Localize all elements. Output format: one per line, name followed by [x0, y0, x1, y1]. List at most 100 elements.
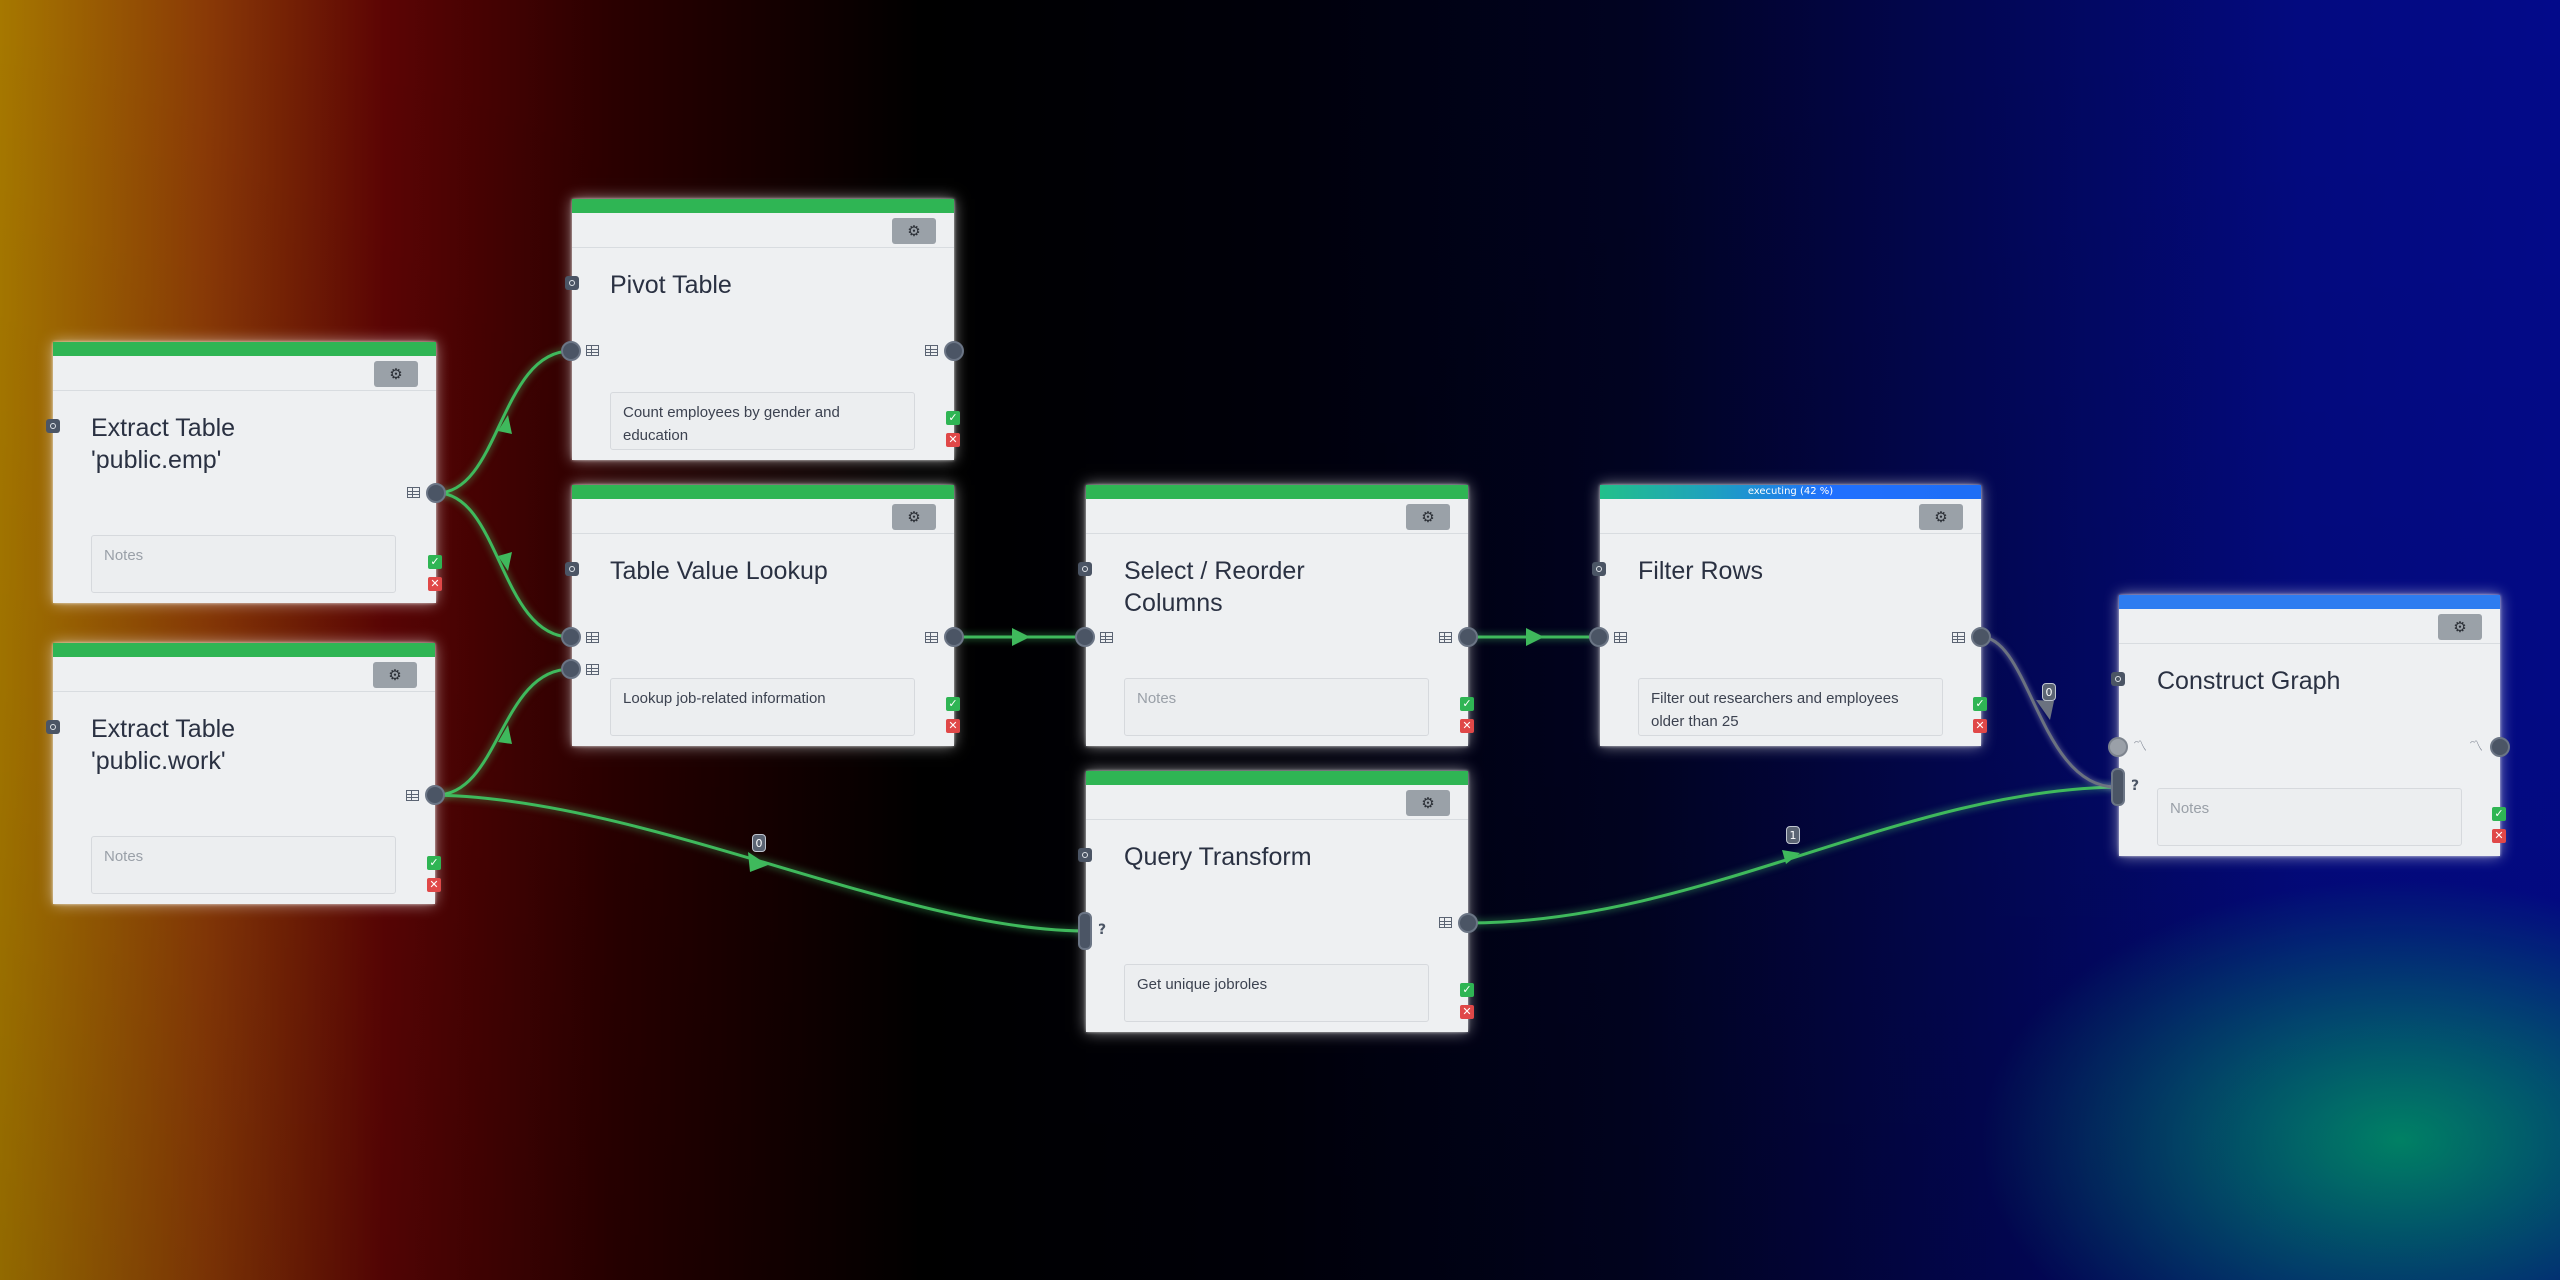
input-port[interactable]	[1075, 627, 1095, 647]
table-output-icon	[1952, 632, 1965, 643]
edge-badge-work-query: 0	[752, 834, 766, 852]
node-toolbar: ⚙	[572, 213, 954, 248]
dynamic-input-icon: ?	[2131, 778, 2140, 794]
edge-arrow	[498, 725, 512, 744]
node-title: Query Transform	[1124, 843, 1312, 871]
graph-input-icon: 〽	[2133, 739, 2147, 755]
table-input-icon	[1100, 632, 1113, 643]
gear-icon[interactable]: ⚙	[2438, 614, 2482, 640]
control-port[interactable]	[2111, 672, 2125, 686]
table-input-icon	[1614, 632, 1627, 643]
input-port[interactable]	[561, 627, 581, 647]
graph-output-icon: 〽	[2469, 739, 2483, 755]
node-select-reorder-columns[interactable]: ⚙ Select / Reorder Columns Notes ✓ ✕	[1086, 485, 1474, 746]
node-extract-work[interactable]: ⚙ Extract Table 'public.work' Notes ✓ ✕	[53, 643, 441, 904]
success-icon: ✓	[2492, 807, 2506, 821]
output-port[interactable]	[425, 785, 445, 805]
gear-icon[interactable]: ⚙	[1406, 504, 1450, 530]
node-title: Construct Graph	[2157, 667, 2341, 695]
node-toolbar: ⚙	[53, 657, 435, 692]
status-bar	[1086, 771, 1468, 785]
dynamic-input-icon: ?	[1098, 922, 1107, 938]
input-port[interactable]	[561, 341, 581, 361]
control-port[interactable]	[46, 419, 60, 433]
notes-field[interactable]: Count employees by gender and education	[610, 392, 915, 450]
notes-field[interactable]: Notes	[1124, 678, 1429, 736]
dynamic-input-port[interactable]	[2111, 768, 2125, 806]
edge-arrow	[1526, 628, 1544, 646]
notes-field[interactable]: Get unique jobroles	[1124, 964, 1429, 1022]
graph-input-port[interactable]	[2108, 737, 2128, 757]
edge-arrow	[1012, 628, 1030, 646]
control-port[interactable]	[1078, 562, 1092, 576]
node-query-transform[interactable]: ⚙ Query Transform Get unique jobroles ✓ …	[1086, 771, 1474, 1032]
edge-filter-graph[interactable]	[1980, 635, 2119, 789]
output-port[interactable]	[1458, 627, 1478, 647]
output-port[interactable]	[944, 341, 964, 361]
success-icon: ✓	[1973, 697, 1987, 711]
node-filter-rows[interactable]: executing (42 %) ⚙ Filter Rows Filter ou…	[1600, 485, 1987, 746]
table-input-icon	[586, 345, 599, 356]
control-port[interactable]	[1592, 562, 1606, 576]
success-icon: ✓	[1460, 983, 1474, 997]
control-port[interactable]	[46, 720, 60, 734]
input-port[interactable]	[1589, 627, 1609, 647]
node-extract-emp[interactable]: ⚙ Extract Table 'public.emp' Notes ✓ ✕	[53, 342, 442, 603]
success-icon: ✓	[427, 856, 441, 870]
control-port[interactable]	[1078, 848, 1092, 862]
success-icon: ✓	[428, 555, 442, 569]
error-icon: ✕	[2492, 829, 2506, 843]
output-port[interactable]	[1458, 913, 1478, 933]
notes-field[interactable]: Lookup job-related information	[610, 678, 915, 736]
edge-work-query[interactable]	[435, 793, 1085, 933]
gear-icon[interactable]: ⚙	[892, 218, 936, 244]
node-table-value-lookup[interactable]: ⚙ Table Value Lookup Lookup job-related …	[572, 485, 960, 746]
node-title: Select / Reorder Columns	[1124, 557, 1305, 617]
status-bar	[1086, 485, 1468, 499]
edge-work-lookup[interactable]	[435, 667, 572, 797]
edge-emp-lookup[interactable]	[436, 491, 572, 639]
node-pivot-table[interactable]: ⚙ Pivot Table Count employees by gender …	[572, 199, 960, 460]
success-icon: ✓	[946, 697, 960, 711]
control-port[interactable]	[565, 276, 579, 290]
node-toolbar: ⚙	[1086, 499, 1468, 534]
gear-icon[interactable]: ⚙	[374, 361, 418, 387]
node-title: Extract Table 'public.work'	[91, 715, 236, 775]
dynamic-input-port[interactable]	[1078, 912, 1092, 950]
status-bar	[572, 485, 954, 499]
output-port[interactable]	[2490, 737, 2510, 757]
node-toolbar: ⚙	[53, 356, 436, 391]
output-port[interactable]	[944, 627, 964, 647]
table-output-icon	[407, 487, 420, 498]
node-construct-graph[interactable]: ⚙ Construct Graph Notes ✓ ✕ 〽 〽 ?	[2119, 595, 2506, 856]
notes-field[interactable]: Notes	[2157, 788, 2462, 846]
gear-icon[interactable]: ⚙	[1919, 504, 1963, 530]
table-output-icon	[406, 790, 419, 801]
notes-field[interactable]: Notes	[91, 535, 396, 593]
gear-icon[interactable]: ⚙	[1406, 790, 1450, 816]
control-port[interactable]	[565, 562, 579, 576]
table-output-icon	[925, 632, 938, 643]
notes-field[interactable]: Filter out researchers and employees old…	[1638, 678, 1943, 736]
success-icon: ✓	[946, 411, 960, 425]
node-title: Extract Table 'public.emp'	[91, 414, 236, 474]
error-icon: ✕	[427, 878, 441, 892]
error-icon: ✕	[1460, 1005, 1474, 1019]
node-toolbar: ⚙	[2119, 609, 2500, 644]
output-port[interactable]	[1971, 627, 1991, 647]
node-title: Filter Rows	[1638, 557, 1764, 585]
output-port[interactable]	[426, 483, 446, 503]
error-icon: ✕	[946, 719, 960, 733]
notes-field[interactable]: Notes	[91, 836, 396, 894]
status-bar	[2119, 595, 2500, 609]
node-title: Pivot Table	[610, 271, 732, 299]
input-port[interactable]	[561, 659, 581, 679]
table-output-icon	[1439, 632, 1452, 643]
edge-badge-filter-graph: 0	[2042, 683, 2056, 701]
edge-query-graph[interactable]	[1467, 785, 2119, 925]
gear-icon[interactable]: ⚙	[892, 504, 936, 530]
edge-emp-pivot[interactable]	[436, 349, 572, 495]
gear-icon[interactable]: ⚙	[373, 662, 417, 688]
error-icon: ✕	[1973, 719, 1987, 733]
